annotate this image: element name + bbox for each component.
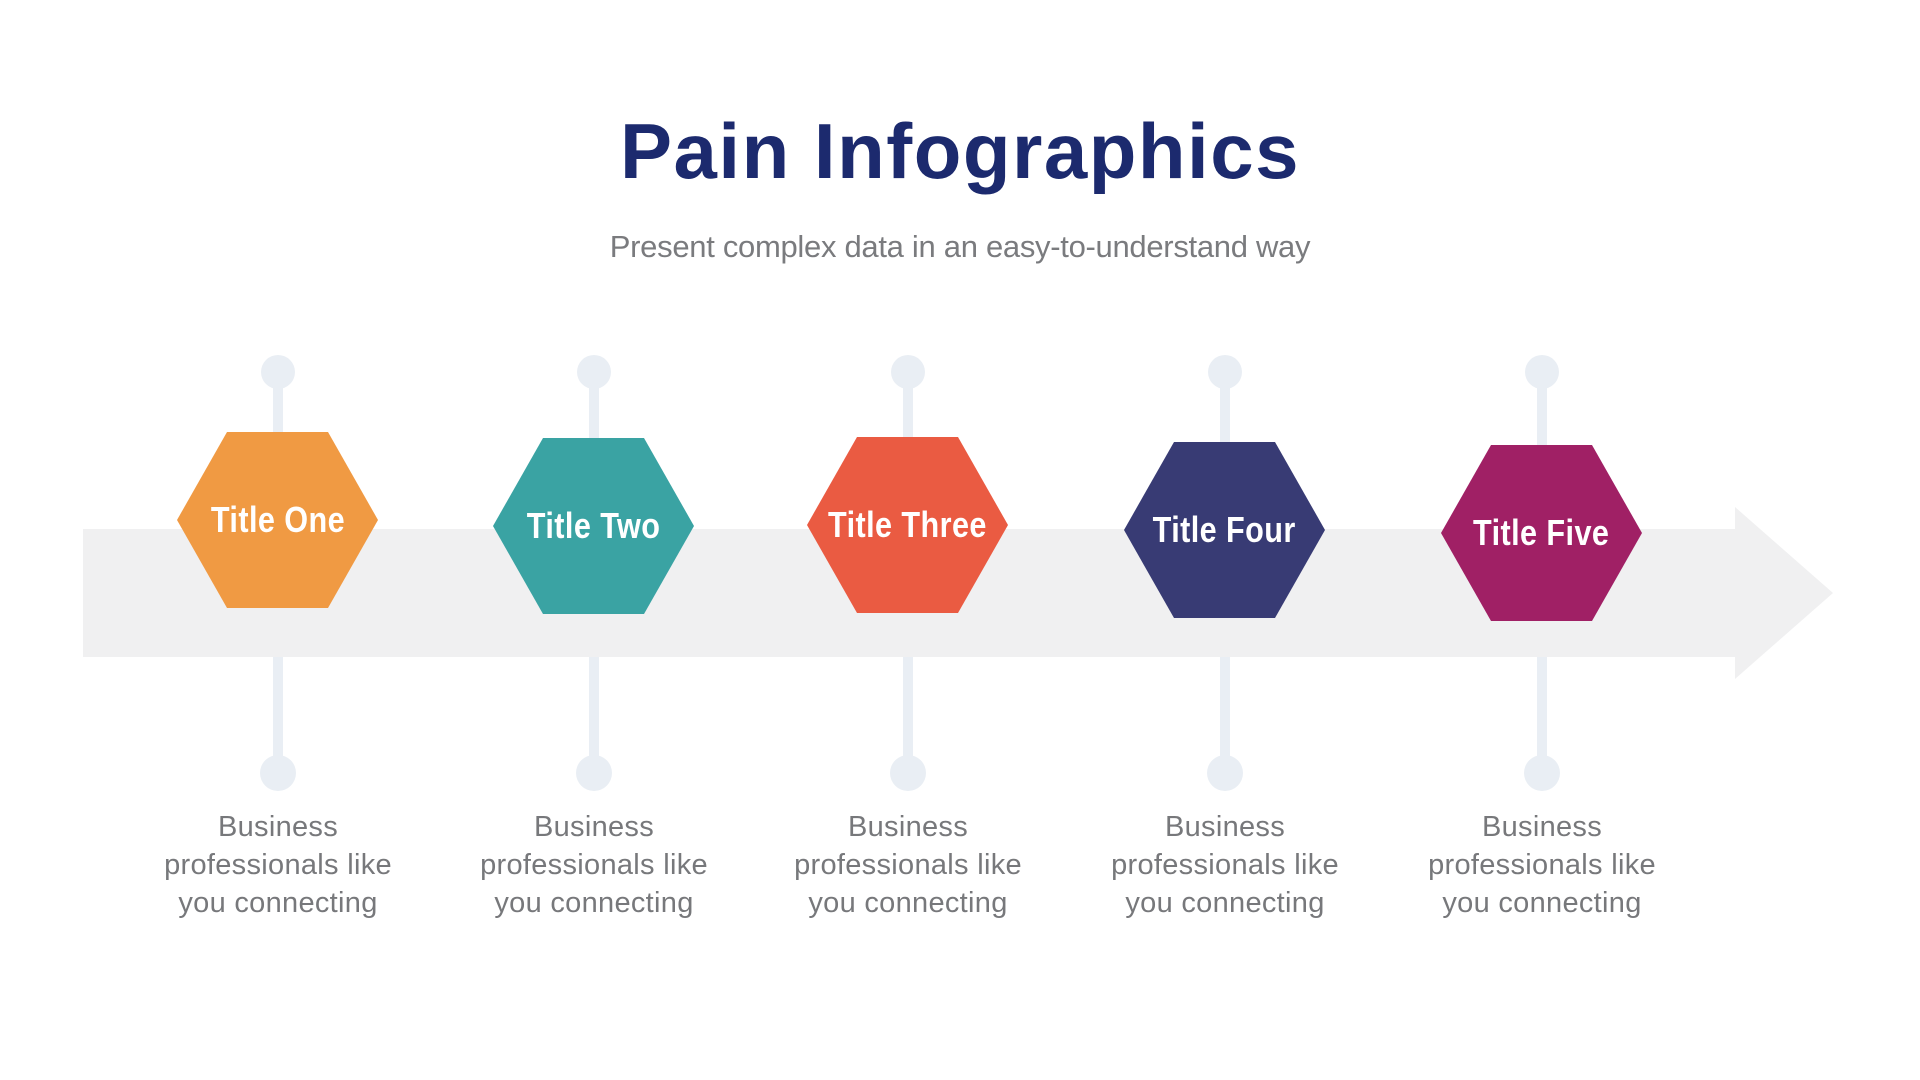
milestone-description: Business professionals like you connecti… — [794, 811, 1022, 919]
connector-stem-bottom-icon — [903, 645, 913, 773]
timeline-item: Title Five Business professionals like y… — [1412, 0, 1672, 1080]
connector-dot-bottom-icon — [576, 755, 612, 791]
hexagon-icon — [807, 437, 1008, 613]
connector-stem-top-icon — [589, 366, 599, 450]
timeline-item: Title Three Business professionals like … — [778, 0, 1038, 1080]
hexagon-icon — [1441, 445, 1642, 621]
connector-dot-top-icon — [577, 355, 611, 389]
hexagon-shape — [493, 438, 694, 614]
milestone-description: Business professionals like you connecti… — [1428, 811, 1656, 919]
connector-stem-bottom-icon — [589, 645, 599, 773]
connector-stem-top-icon — [903, 366, 913, 450]
connector-dot-bottom-icon — [890, 755, 926, 791]
hexagon-shape — [1124, 442, 1325, 618]
connector-stem-top-icon — [1220, 366, 1230, 450]
hexagon-icon — [493, 438, 694, 614]
milestone-description: Business professionals like you connecti… — [480, 811, 708, 919]
milestone-title: Title Four — [1152, 509, 1297, 550]
milestone-hexagon: Title Two — [493, 438, 694, 614]
milestone-description: Business professionals like you connecti… — [164, 811, 392, 919]
milestone-description: Business professionals like you connecti… — [1111, 811, 1339, 919]
connector-dot-top-icon — [261, 355, 295, 389]
hexagon-shape — [1441, 445, 1642, 621]
hexagon-icon — [1124, 442, 1325, 618]
connector-stem-top-icon — [1537, 366, 1547, 450]
connector-dot-top-icon — [1525, 355, 1559, 389]
connector-dot-top-icon — [1208, 355, 1242, 389]
hexagon-shape — [807, 437, 1008, 613]
hexagon-shape — [177, 432, 378, 608]
connector-stem-bottom-icon — [1537, 645, 1547, 773]
timeline-item: Title One Business professionals like yo… — [148, 0, 408, 1080]
hexagon-icon — [177, 432, 378, 608]
connector-stem-bottom-icon — [1220, 645, 1230, 773]
milestone-title: Title Five — [1473, 512, 1610, 553]
connector-dot-bottom-icon — [1524, 755, 1560, 791]
connector-stem-bottom-icon — [273, 645, 283, 773]
connector-dot-bottom-icon — [260, 755, 296, 791]
milestone-title: Title Three — [828, 504, 987, 545]
connector-stem-top-icon — [273, 366, 283, 450]
connector-dot-top-icon — [891, 355, 925, 389]
milestone-hexagon: Title Five — [1441, 445, 1642, 621]
page-title: Pain Infographics — [620, 107, 1300, 195]
milestone-hexagon: Title One — [177, 432, 378, 608]
milestone-hexagon: Title Four — [1124, 442, 1325, 618]
timeline-item: Title Two Business professionals like yo… — [464, 0, 724, 1080]
milestone-hexagon: Title Three — [807, 437, 1008, 613]
milestone-title: Title One — [210, 499, 345, 540]
connector-dot-bottom-icon — [1207, 755, 1243, 791]
page-subtitle: Present complex data in an easy-to-under… — [609, 229, 1311, 264]
milestone-title: Title Two — [526, 505, 661, 546]
timeline-item: Title Four Business professionals like y… — [1095, 0, 1355, 1080]
